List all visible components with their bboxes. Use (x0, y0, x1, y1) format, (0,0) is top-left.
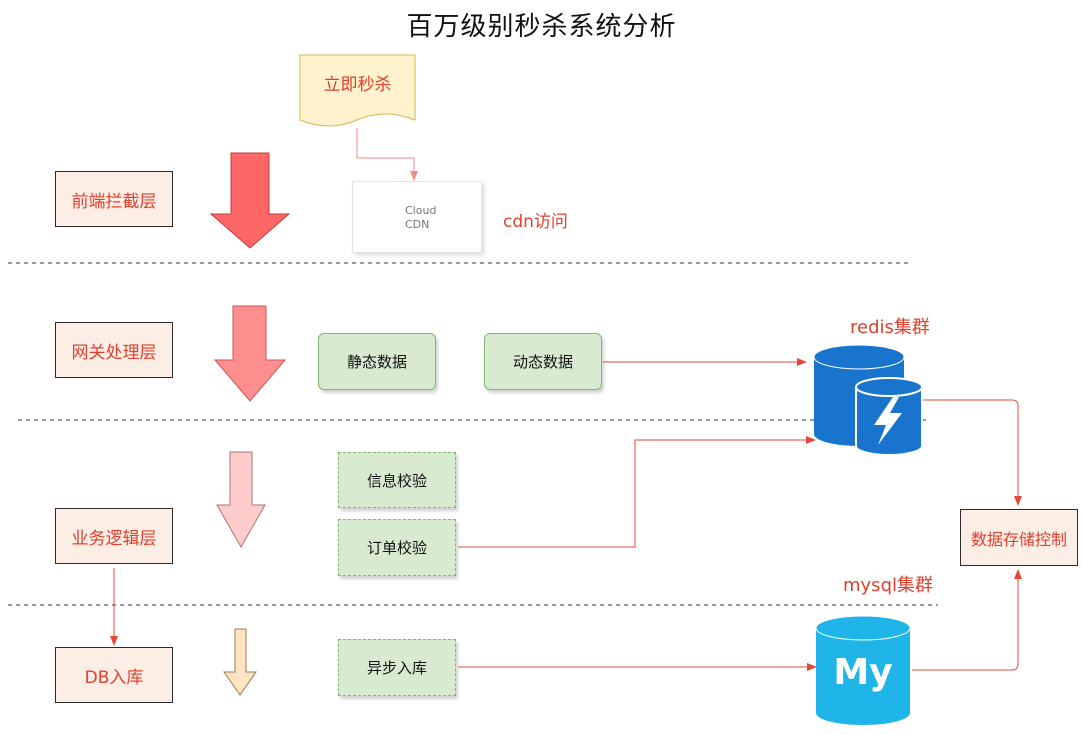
connector-mysql-to-storage (912, 569, 1022, 671)
layer-arrow-1 (209, 152, 291, 249)
async-storage-box: 异步入库 (338, 639, 456, 696)
cdn-card: Cloud CDN (352, 181, 482, 253)
connector-order-to-redis (458, 436, 816, 548)
layer-arrow-4 (223, 628, 257, 696)
connector-redis-to-storage (922, 399, 1022, 506)
static-data-box: 静态数据 (318, 333, 436, 390)
redis-cluster-icon (813, 344, 923, 456)
cdn-note: cdn访问 (503, 212, 568, 232)
cdn-line1: Cloud (405, 204, 437, 217)
layer-frontend-intercept: 前端拦截层 (55, 171, 173, 227)
start-document-shape (299, 54, 416, 127)
layer-arrow-2 (213, 305, 287, 402)
layer-db-storage: DB入库 (55, 647, 173, 703)
mysql-cluster-icon (815, 615, 911, 725)
layer-gateway: 网关处理层 (55, 322, 173, 378)
layer-arrow-3 (216, 451, 266, 549)
storage-control-box: 数据存储控制 (960, 509, 1078, 566)
layer-business-logic: 业务逻辑层 (55, 508, 173, 564)
redis-cluster-label: redis集群 (850, 317, 930, 338)
mysql-cluster-label: mysql集群 (843, 575, 933, 596)
cdn-line2: CDN (405, 218, 430, 231)
dynamic-data-box: 动态数据 (484, 333, 602, 390)
start-node-label: 立即秒杀 (323, 75, 392, 95)
diagram-title: 百万级别秒杀系统分析 (406, 12, 677, 42)
connector-start-to-cdn (356, 128, 418, 181)
order-check-box: 订单校验 (338, 519, 456, 576)
mysql-logo-text: My (833, 652, 893, 693)
info-check-box: 信息校验 (338, 452, 456, 508)
